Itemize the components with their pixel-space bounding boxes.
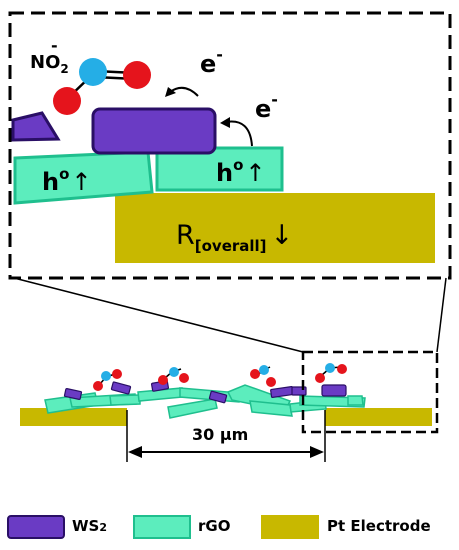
no2-molecule (93, 369, 122, 391)
oxygen-atom (123, 61, 151, 89)
zoom-connector-right (436, 277, 447, 353)
inset-rgo-sheet-right (155, 146, 284, 192)
legend-swatch-ws2 (7, 515, 65, 539)
no2-label: NO2 (30, 52, 69, 76)
electron-label-2: e- (255, 90, 278, 123)
electron-arrow-1-head (165, 87, 176, 97)
no2-molecule (250, 365, 276, 387)
gap-dimension: 30 µm (126, 410, 326, 462)
electron-arrow-2-head (220, 117, 230, 128)
hole-label-2: ho↑ (216, 156, 266, 187)
no2-molecule (315, 363, 347, 383)
overview-sensor: 30 µm (20, 350, 439, 462)
hole-label-1: ho↑ (42, 165, 92, 196)
no2-molecules-small (93, 363, 347, 391)
inset-pt-electrode (115, 193, 435, 263)
zoom-inset-border (8, 11, 452, 280)
zoom-inset: NO2 - e- e- ho↑ ho↑ R[overall]↓ (8, 11, 452, 280)
inset-ws2-flake (91, 107, 217, 155)
zoom-connector-left (13, 277, 304, 353)
no2-molecule (158, 367, 189, 385)
electron-label-1: e- (200, 45, 223, 78)
ws2-flakes (63, 380, 347, 404)
inset-ws2-flake-partial (11, 111, 61, 142)
gap-label: 30 µm (192, 425, 248, 444)
pt-electrode-left (20, 408, 127, 426)
legend-swatch-pt-electrode (261, 515, 319, 539)
legend-label-pt-electrode: Pt Electrode (327, 517, 431, 535)
legend-label-rgo: rGO (198, 517, 231, 535)
resistance-label: R[overall]↓ (176, 220, 293, 255)
inset-no2-molecule (53, 58, 151, 115)
oxygen-atom (53, 87, 81, 115)
dimension-arrow-right (310, 446, 324, 458)
rgo-network (44, 384, 366, 419)
pt-electrode-right (325, 408, 432, 426)
no2-charge: - (51, 36, 58, 55)
dimension-arrow-left (128, 446, 142, 458)
legend-swatch-rgo (133, 515, 191, 539)
legend-label-ws2: WS2 (72, 517, 108, 535)
nitrogen-atom (79, 58, 107, 86)
zoom-source-box (301, 350, 439, 434)
